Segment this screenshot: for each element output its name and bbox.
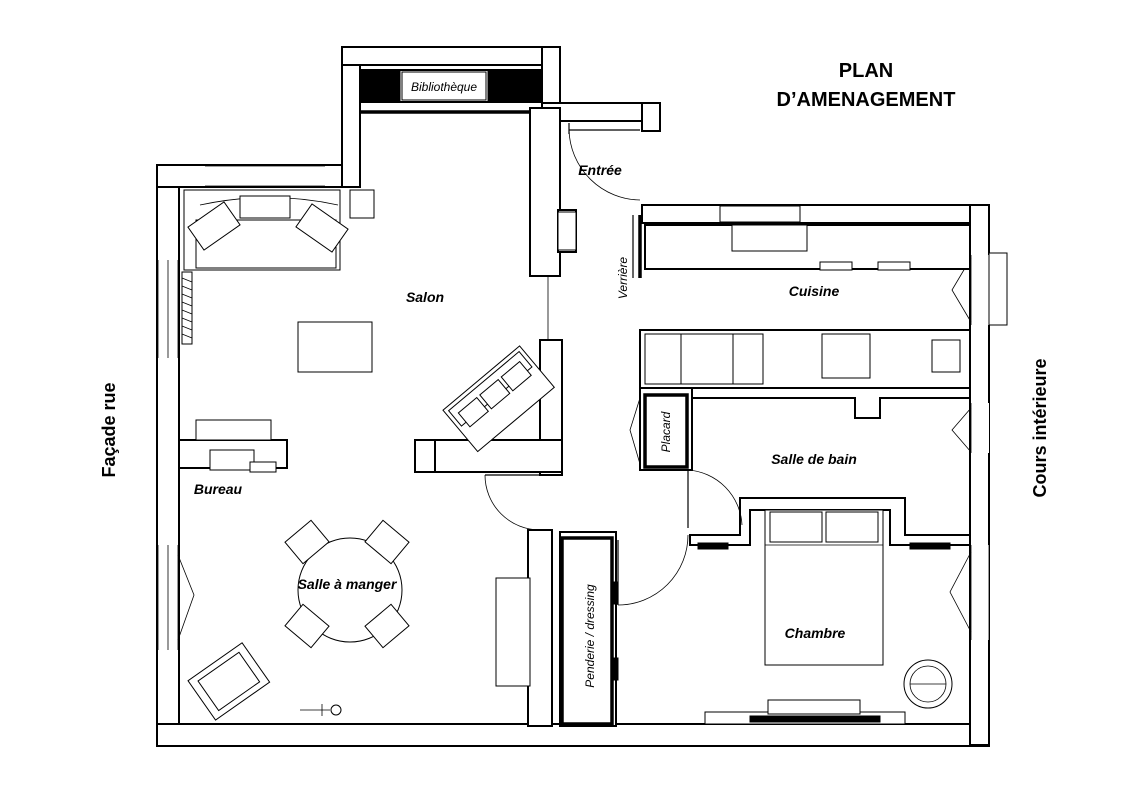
fixture-label-placard: Placard: [659, 411, 673, 452]
furniture: [181, 189, 961, 725]
chair-icon: [284, 519, 410, 649]
side-label-left: Façade rue: [99, 382, 119, 477]
room-label-salle-de-bain: Salle de bain: [771, 451, 857, 467]
windows: [157, 165, 1008, 650]
room-label-chambre: Chambre: [785, 625, 846, 641]
fixture-label-verriere: Verrière: [616, 257, 630, 300]
lamp-icon: [300, 704, 342, 716]
room-label-cuisine: Cuisine: [789, 283, 840, 299]
side-label-right: Cours intérieure: [1030, 358, 1050, 497]
radiator-icon: [181, 271, 193, 345]
room-label-entree: Entrée: [578, 162, 622, 178]
room-label-salon: Salon: [406, 289, 444, 305]
fixture-label-bibliotheque: Bibliothèque: [411, 80, 477, 94]
room-label-bureau: Bureau: [194, 481, 243, 497]
fixture-label-penderie: Penderie / dressing: [583, 584, 597, 688]
labels: PLAN D’AMENAGEMENT Façade rue Cours inté…: [99, 60, 1050, 688]
title-line-1: PLAN: [839, 60, 893, 82]
room-label-salle-a-manger: Salle à manger: [298, 576, 398, 592]
interior-walls: [178, 69, 971, 727]
title-line-2: D’AMENAGEMENT: [777, 89, 956, 111]
